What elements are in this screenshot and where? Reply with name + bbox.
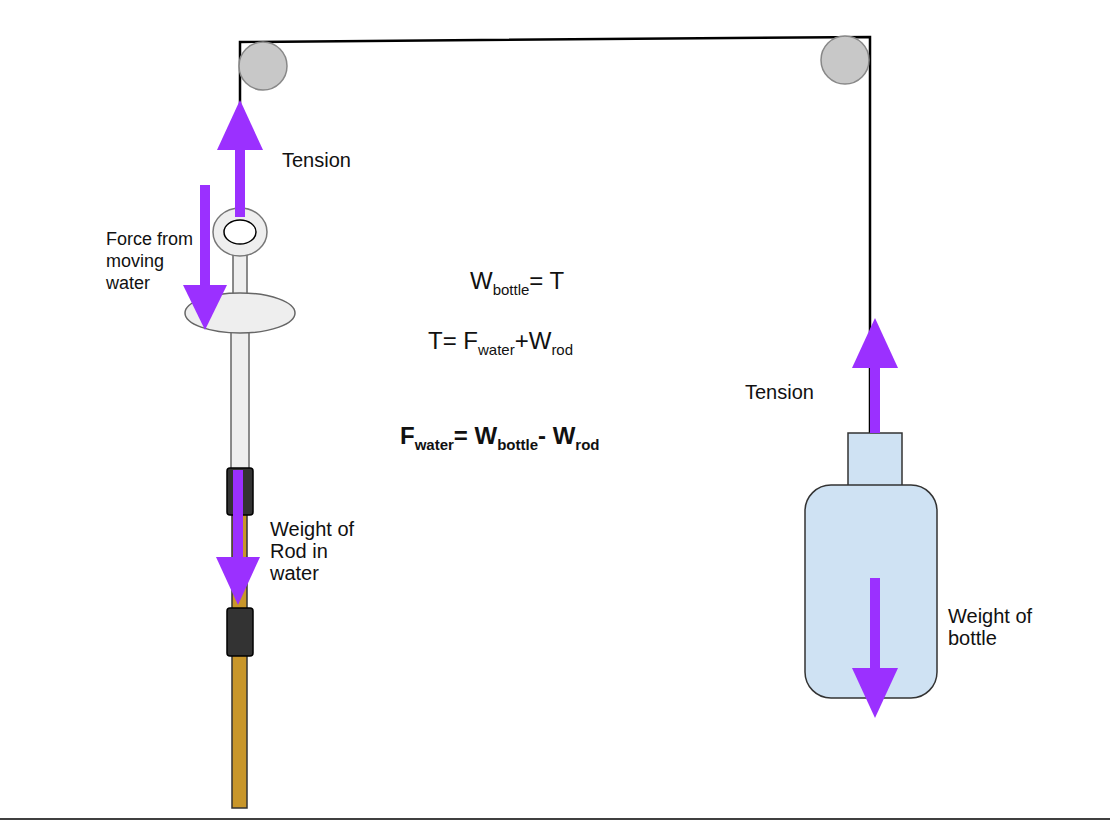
equation-text: W — [470, 267, 493, 294]
force-label: Tension — [282, 149, 402, 171]
equation-text: = T — [529, 267, 564, 294]
force-label: Force from moving water — [106, 228, 198, 294]
force-arrow — [235, 145, 245, 217]
pulley — [239, 42, 287, 90]
bottle-body — [805, 485, 937, 698]
arrowhead — [183, 285, 227, 330]
equation-subscript: water — [415, 436, 454, 453]
equation-text: T= F — [428, 327, 478, 354]
equation-text: - W — [538, 422, 575, 449]
equation-line: T= Fwater+Wrod — [428, 326, 573, 365]
rod-upper — [231, 330, 249, 475]
equation-line: Wbottle= T — [470, 266, 564, 305]
equation-text: F — [400, 422, 415, 449]
collar — [227, 608, 253, 656]
arrowhead — [216, 557, 260, 605]
equation-subscript: water — [478, 341, 515, 358]
force-label: Weight of Rod in water — [270, 518, 370, 584]
equation-subscript: bottle — [493, 281, 530, 298]
bottle-neck — [848, 433, 902, 489]
equation-line: Fwater= Wbottle- Wrod — [400, 421, 600, 460]
eye-hole — [224, 220, 256, 244]
equation-text: +W — [515, 327, 552, 354]
arrowhead — [217, 100, 263, 150]
force-arrow — [870, 578, 880, 672]
frame-line — [0, 818, 1110, 820]
equation-text: = W — [454, 422, 497, 449]
rope — [240, 37, 870, 433]
pulley — [821, 36, 869, 84]
equation-subscript: rod — [575, 436, 599, 453]
arrowhead — [852, 318, 898, 368]
arrowhead — [852, 668, 898, 718]
equation-subscript: bottle — [497, 436, 538, 453]
equation-subscript: rod — [551, 341, 573, 358]
force-arrow — [870, 363, 880, 433]
force-arrow — [200, 185, 210, 289]
force-arrow — [233, 470, 243, 560]
force-label: Tension — [745, 381, 865, 403]
force-label: Weight of bottle — [948, 605, 1048, 649]
